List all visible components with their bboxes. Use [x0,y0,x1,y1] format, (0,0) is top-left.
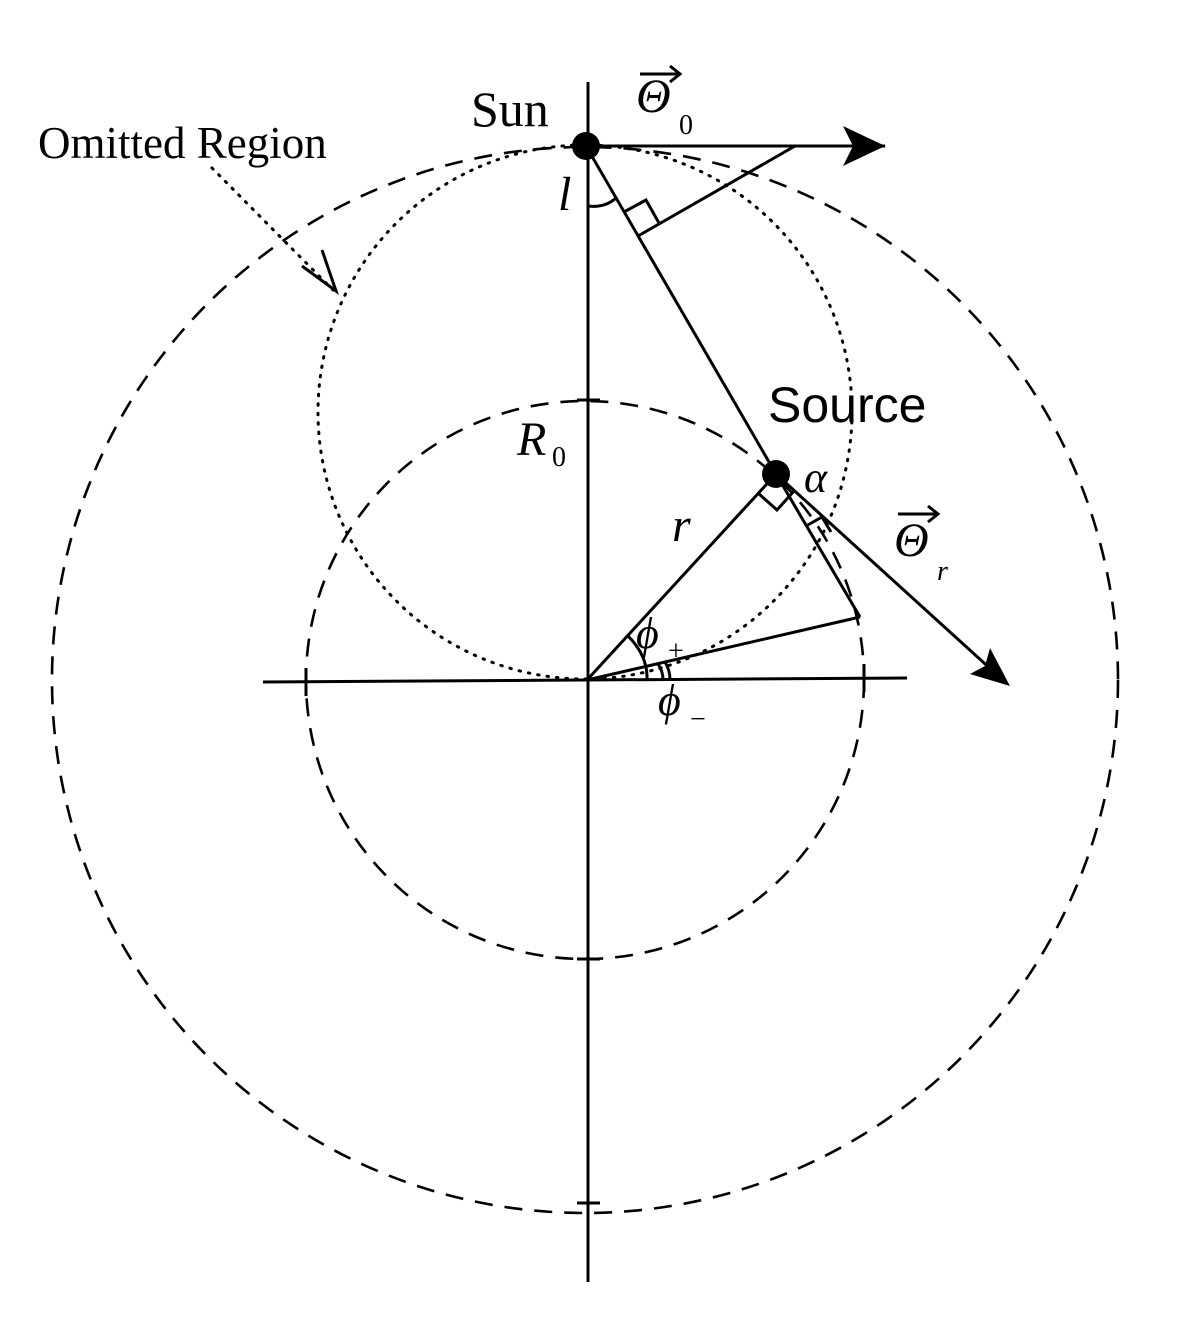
phi-plus-label: ϕ + [636,609,684,667]
thetar-vector-arrow-icon [898,504,941,524]
theta0-label: Θ 0 [636,64,693,141]
thetar-arrow [774,472,1007,684]
omitted-region-pointer-arrowhead [301,249,339,296]
right-angle-marker-top [623,197,661,224]
phi-plus-arc [626,634,649,681]
thetar-label: Θ r [894,504,948,587]
sun-to-source-line [584,145,778,475]
r-line [585,472,778,682]
phi-minus-arc-2 [663,661,672,681]
omitted-region-pointer-line [210,166,335,292]
thetar-arrowhead [970,648,1010,686]
svg-text:0: 0 [552,442,566,473]
svg-text:ϕ: ϕ [658,676,681,725]
svg-text:+: + [668,636,684,667]
right-angle-marker-source [756,489,796,513]
phi-minus-arc-1 [656,663,665,681]
svg-text:Θ: Θ [636,70,671,123]
r-label: r [672,499,691,552]
outer-dashed-circle [50,145,1120,1215]
phi-minus-label: ϕ − [658,676,706,735]
R0-label: R 0 [516,413,566,473]
svg-text:r: r [937,556,948,587]
theta0-arrowhead [843,126,885,166]
source-label: Source [768,377,926,433]
sun-label: Sun [471,81,549,137]
l-angle-label: l [558,168,571,221]
theta0-vector-arrow-icon [640,64,683,84]
omitted-region-label: Omitted Region [38,118,327,168]
svg-text:ϕ: ϕ [636,609,659,658]
angle-l-arc [587,196,618,208]
source-to-tangent-point-line [774,473,862,618]
sun-point [572,132,600,160]
alpha-angle-label: α [804,453,828,502]
right-angle-marker-thetar [805,514,833,533]
theta0-projection-line [637,144,796,238]
svg-text:R: R [516,413,546,466]
svg-text:−: − [690,704,706,735]
phi-ray-line [586,615,861,682]
source-point [762,460,790,488]
horizontal-axis [262,676,908,684]
svg-text:0: 0 [679,110,693,141]
svg-text:Θ: Θ [894,514,929,567]
